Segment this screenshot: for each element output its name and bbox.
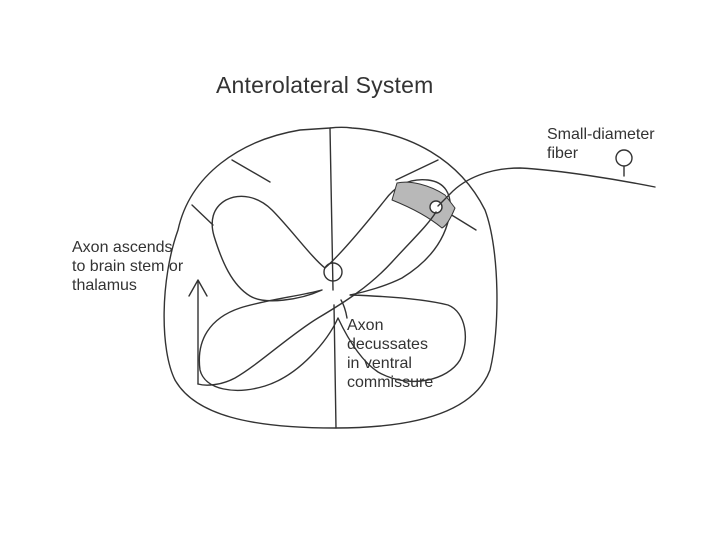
tract-line-right-lower <box>450 214 476 230</box>
diagram-title: Anterolateral System <box>216 72 433 99</box>
decussates-label-line-2: decussates <box>347 335 433 354</box>
decussates-label-line-4: commissure <box>347 373 433 392</box>
decussates-label-line-1: Axon <box>347 316 433 335</box>
tract-line-right-upper <box>396 160 438 180</box>
posterior-median-septum <box>330 128 333 290</box>
decussates-label-line-3: in ventral <box>347 354 433 373</box>
small-diameter-fiber-label: Small-diameter fiber <box>547 125 655 163</box>
dorsal-horn-neuron <box>430 201 442 213</box>
ascends-label-line-2: to brain stem or <box>72 257 183 276</box>
fiber-label-line-1: Small-diameter <box>547 125 655 144</box>
fiber-label-line-2: fiber <box>547 144 655 163</box>
tract-line-left-lower <box>192 205 213 225</box>
axon-decussates-label: Axon decussates in ventral commissure <box>347 316 433 392</box>
ascends-label-line-1: Axon ascends <box>72 238 183 257</box>
tract-line-left-upper <box>232 160 270 182</box>
axon-ascends-label: Axon ascends to brain stem or thalamus <box>72 238 183 295</box>
ascends-label-line-3: thalamus <box>72 276 183 295</box>
